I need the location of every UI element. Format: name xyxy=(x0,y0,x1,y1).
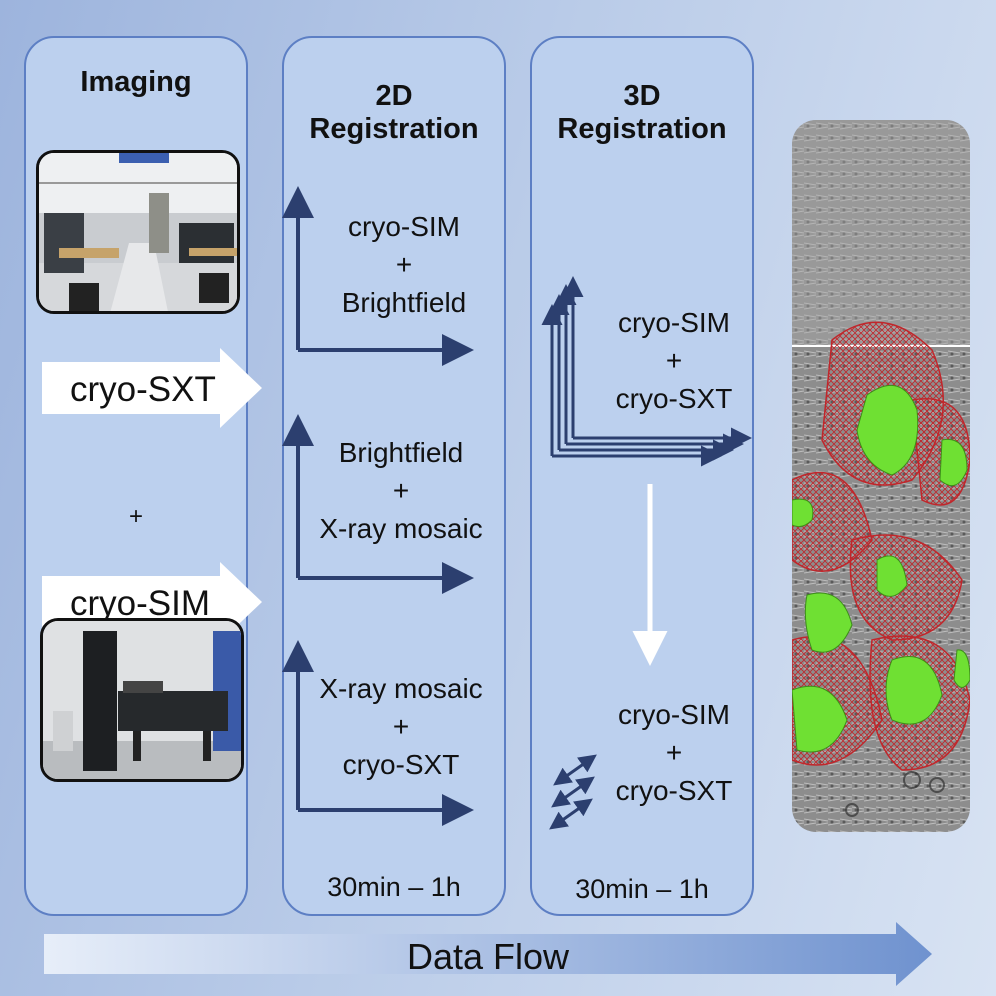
data-flow-label: Data Flow xyxy=(406,936,570,977)
imaging-title: Imaging xyxy=(80,66,192,98)
step-3d-2: cryo-SIM + cryo-SXT xyxy=(615,699,733,806)
time-2d: 30min – 1h xyxy=(327,872,461,902)
data-flow-arrow: Data Flow xyxy=(44,922,932,986)
imaging-panel: Imaging cryo-SXT + cryo-SIM xyxy=(24,36,262,916)
cryo-sxt-label: cryo-SXT xyxy=(70,370,216,409)
step-2d-1: cryo-SIM + Brightfield xyxy=(341,211,467,318)
step-2d-3: X-ray mosaic + cryo-SXT xyxy=(319,673,483,780)
cryo-sim-label: cryo-SIM xyxy=(70,584,210,623)
axes-2d xyxy=(282,186,474,826)
registration-2d-title: 2D Registration xyxy=(309,80,479,145)
step-2d-2: Brightfield + X-ray mosaic xyxy=(319,437,483,544)
registration-2d-panel: 2D Registration cryo-SIM + Brightfield B… xyxy=(282,36,506,916)
time-3d: 30min – 1h xyxy=(575,874,709,904)
step-3d-1: cryo-SIM + cryo-SXT xyxy=(615,307,733,414)
cryo-sxt-arrow: cryo-SXT xyxy=(42,348,262,428)
registration-3d-title: 3D Registration xyxy=(557,80,727,145)
imaging-plus: + xyxy=(128,503,143,530)
registration-3d-panel: 3D Registration xyxy=(530,36,754,916)
lab-photo-sxt xyxy=(36,150,240,314)
axes-3d xyxy=(541,276,752,830)
segmentation-image xyxy=(792,120,970,832)
lab-photo-sim xyxy=(40,618,244,782)
